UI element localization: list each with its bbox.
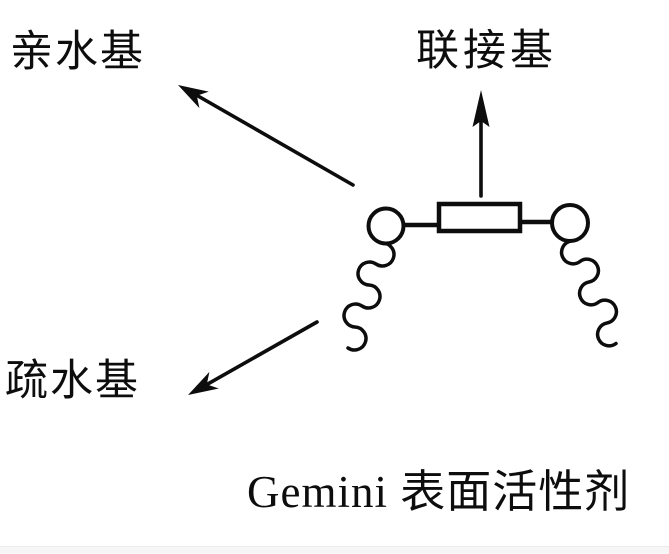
label-linker-group: 联接基 [416, 28, 557, 75]
label-hydrophobic-group: 疏水基 [5, 358, 140, 405]
footer-strip [0, 546, 669, 554]
head-group-circle-right-icon [550, 203, 590, 243]
arrow-to-linker-icon [472, 90, 490, 198]
head-group-circle-left-icon [366, 206, 406, 246]
arrow-to-hydrophobic-icon [188, 320, 319, 395]
arrow-to-hydrophilic-icon [178, 85, 355, 187]
hydrophobic-tail-left-icon [342, 241, 396, 352]
hydrophobic-tail-right-icon [559, 239, 619, 348]
label-hydrophilic-group: 亲水基 [10, 29, 145, 76]
figure-caption: Gemini 表面活性剂 [247, 467, 631, 517]
spacer-rectangle-icon [436, 201, 523, 234]
